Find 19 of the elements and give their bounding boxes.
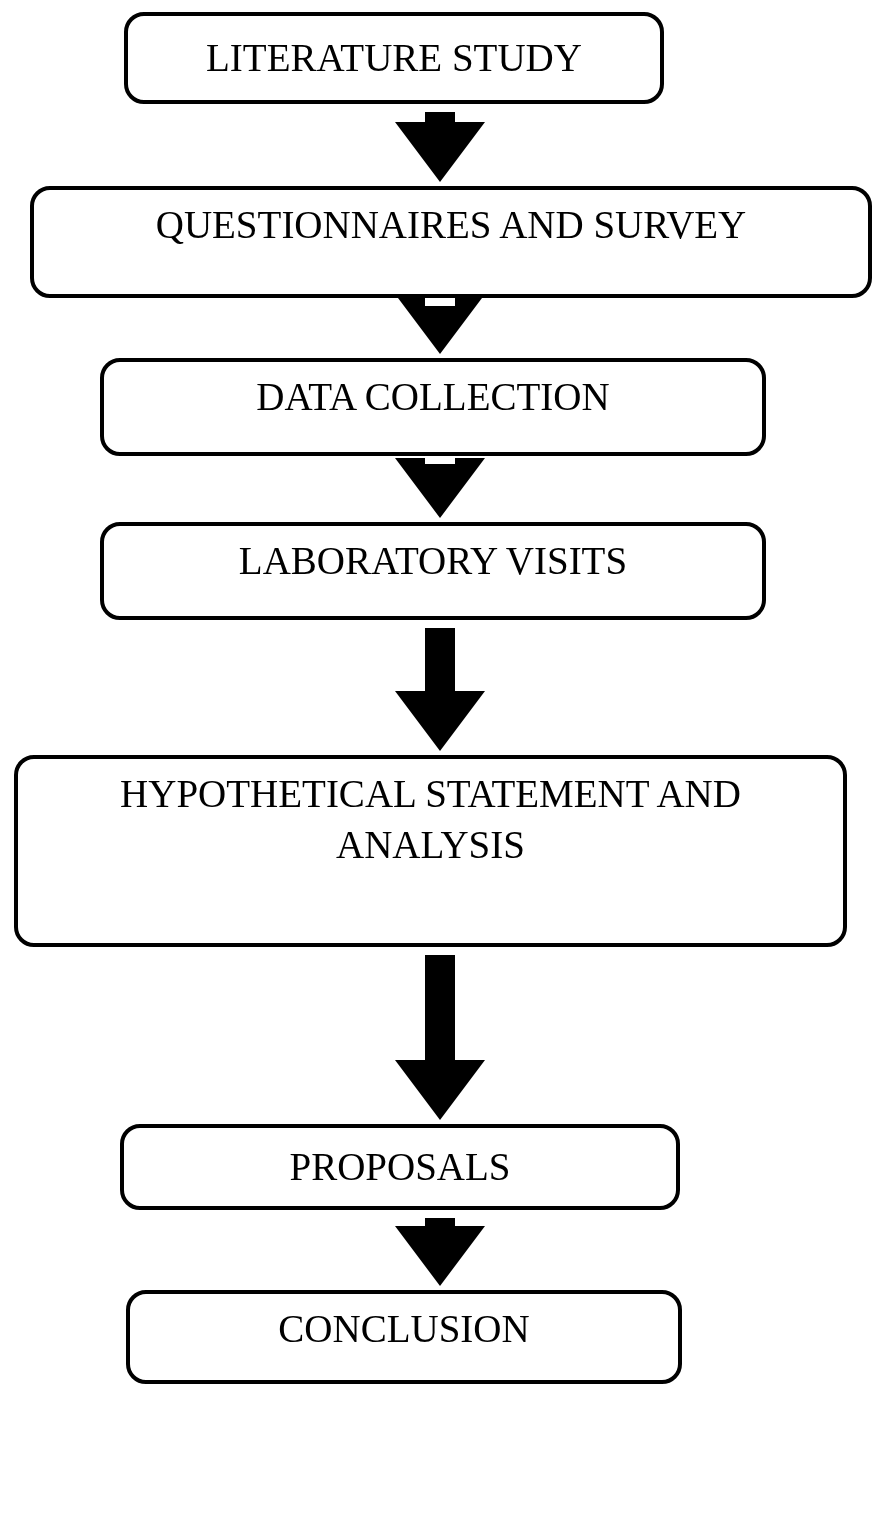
step-label: QUESTIONNAIRES AND SURVEY xyxy=(155,202,747,248)
step-label: CONCLUSION xyxy=(278,1306,530,1352)
process-box xyxy=(100,358,766,456)
process-box xyxy=(120,1124,680,1210)
step-label: PROPOSALS xyxy=(289,1143,511,1190)
arrow xyxy=(395,955,485,1120)
arrow xyxy=(395,1218,485,1286)
process-box xyxy=(126,1290,682,1384)
step-label: HYPOTHETICAL STATEMENT AND ANALYSIS xyxy=(119,771,742,868)
process-box xyxy=(14,755,847,947)
step-label: LITERATURE STUDY xyxy=(206,34,582,81)
arrow xyxy=(395,628,485,751)
process-box xyxy=(100,522,766,620)
process-box xyxy=(30,186,872,298)
arrow xyxy=(395,112,485,182)
step-label: LABORATORY VISITS xyxy=(238,538,628,584)
process-box xyxy=(124,12,664,104)
arrow xyxy=(395,458,485,518)
step-label: DATA COLLECTION xyxy=(256,374,610,420)
